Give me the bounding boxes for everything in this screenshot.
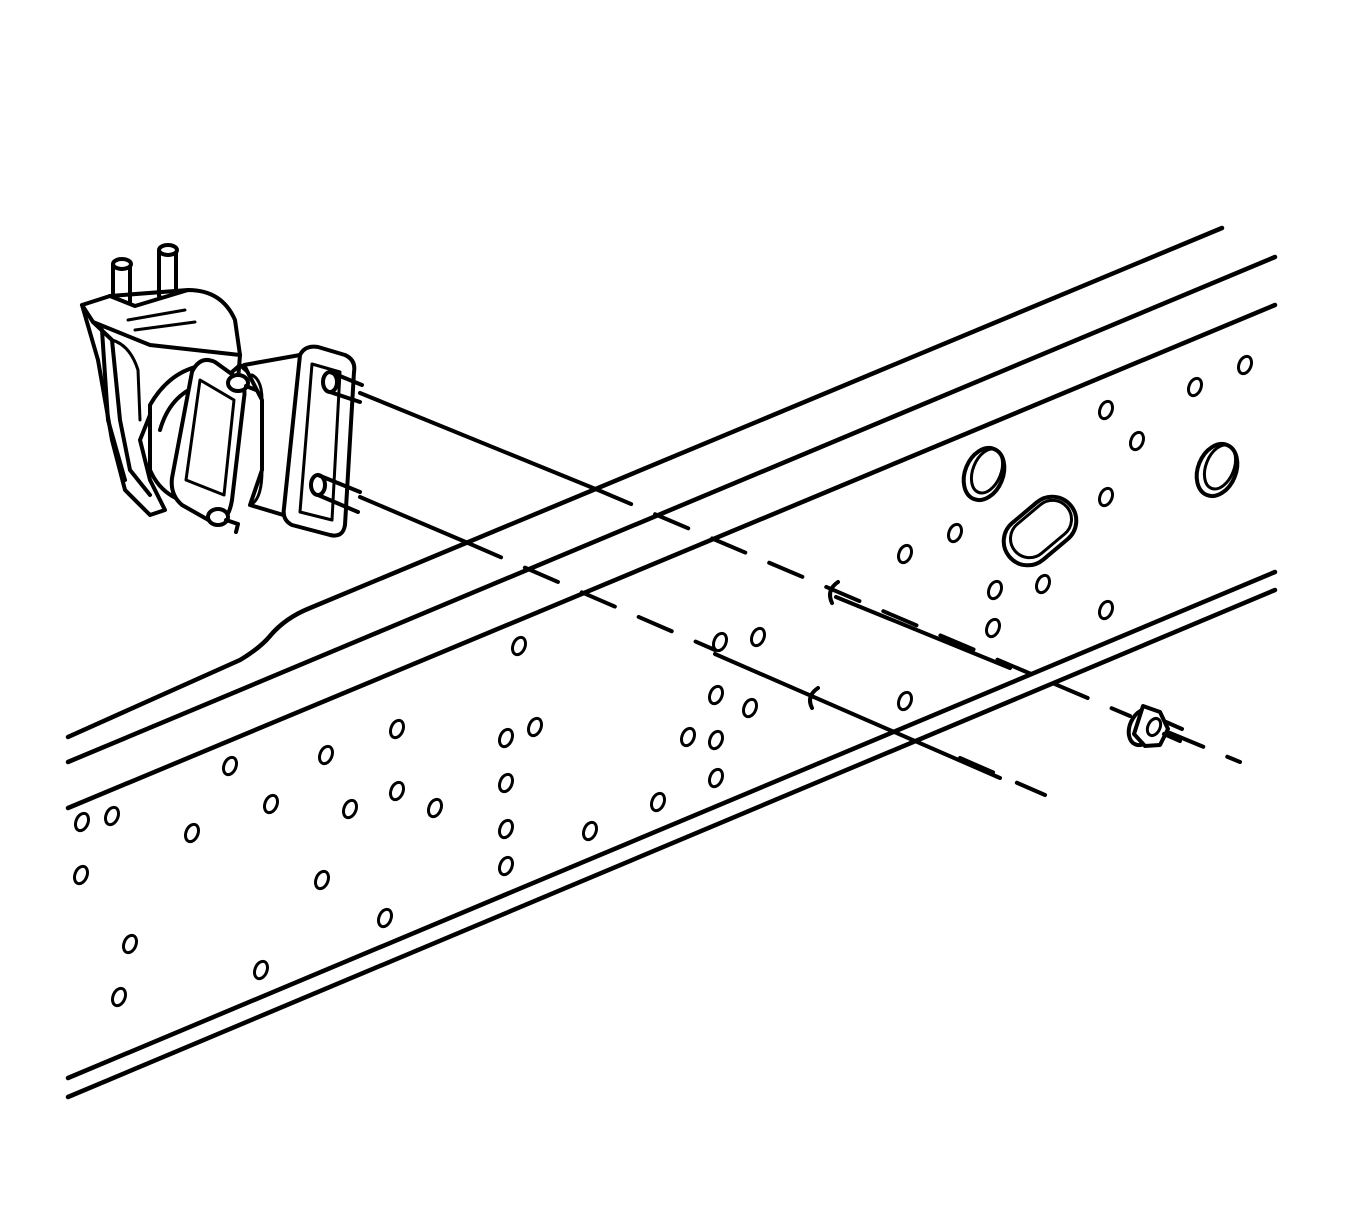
rail-hole: [72, 864, 90, 886]
rail-hole: [986, 579, 1004, 601]
upper-bolt-through-segment: [834, 595, 1012, 670]
upper-bolt-centerline-end: [1168, 731, 1242, 764]
rail-hole: [1097, 599, 1115, 621]
rail-flange-line: [65, 254, 1278, 765]
rail-bottom-edge: [65, 587, 1278, 1100]
bracket-gusset: [91, 320, 152, 497]
upper-bolt-shaft: [358, 391, 600, 492]
rail-hole: [73, 811, 91, 833]
rail-web-top-line: [65, 302, 1278, 811]
rail-hole: [1097, 486, 1115, 508]
rail-hole: [252, 959, 270, 981]
rail-hole: [510, 635, 528, 657]
bracket-gusset-edge: [110, 338, 142, 422]
rail-hole: [497, 855, 515, 877]
rail-hole: [984, 617, 1002, 639]
rail-hole: [649, 791, 667, 813]
rail-web-bottom-line: [65, 569, 1278, 1081]
rail-hole: [110, 986, 128, 1008]
oval-slot-opening-inner: [1009, 498, 1073, 560]
bracket-gusset-inner: [100, 328, 127, 482]
rail-hole: [313, 869, 331, 891]
backing-plate-bolt-upper: [321, 370, 364, 404]
rail-hole: [341, 798, 359, 820]
rail-hole: [707, 729, 725, 751]
rail-hole: [1034, 573, 1052, 595]
bracket-top-detail: [126, 308, 197, 332]
bracket-top-plate: [80, 303, 242, 357]
bracket-top-edge: [108, 288, 190, 298]
large-round-opening-left-inner: [969, 447, 1005, 495]
rail-hole: [388, 718, 406, 740]
rail-hole: [749, 626, 767, 648]
rail-hole: [103, 805, 121, 827]
lower-bolt-shaft: [358, 495, 470, 545]
rail-hole: [317, 744, 335, 766]
flange-plate-inner: [184, 378, 236, 497]
mount-neck-detail: [248, 373, 264, 507]
upper-bolt-centerline: [596, 488, 1132, 718]
rail-hole: [896, 543, 914, 565]
rail-hole: [946, 522, 964, 544]
rail-hole: [262, 793, 280, 815]
rail-hole: [221, 755, 239, 777]
rail-hole: [376, 907, 394, 929]
lower-bolt-through-segment: [713, 652, 1002, 780]
oval-slot-opening: [1001, 494, 1079, 568]
rail-hole: [388, 780, 406, 802]
nut-bore: [1145, 716, 1163, 738]
backing-plate-bolt-lower: [309, 473, 362, 514]
rail-hole: [526, 716, 544, 738]
rail-hole: [707, 767, 725, 789]
lower-bolt-centerline: [466, 541, 717, 652]
lower-bolt-hole-mark: [808, 686, 820, 710]
nut-bolt-tip: [1162, 720, 1184, 743]
flange-nut-lower: [206, 507, 240, 534]
upper-bolt-hole-mark: [828, 580, 840, 605]
rail-hole: [581, 820, 599, 842]
rail-hole: [896, 690, 914, 712]
rail-hole: [679, 726, 697, 748]
lower-bolt-centerline-end: [958, 756, 1047, 797]
rail-hole: [121, 933, 139, 955]
rail-small-holes: [72, 354, 1254, 1008]
flange-nut: [1126, 704, 1184, 748]
mount-bolts: [358, 391, 1242, 797]
rail-top-edge: [65, 225, 1225, 740]
rail-hole: [183, 822, 201, 844]
backing-plate-inner: [298, 362, 342, 522]
rail-hole: [1128, 430, 1146, 452]
frame-rail: [65, 225, 1278, 1100]
rail-hole: [741, 697, 759, 719]
rail-hole: [426, 797, 444, 819]
nut-hex-body: [1132, 704, 1170, 748]
rail-large-openings: [961, 441, 1240, 568]
rail-hole: [497, 727, 515, 749]
large-round-opening-right-inner: [1202, 443, 1238, 491]
rail-hole: [497, 818, 515, 840]
rail-hole: [1186, 376, 1204, 398]
mount-bracket: [80, 243, 364, 538]
rail-hole: [1236, 354, 1254, 376]
rail-hole: [707, 684, 725, 706]
rail-hole: [1097, 399, 1115, 421]
rail-hole: [497, 772, 515, 794]
